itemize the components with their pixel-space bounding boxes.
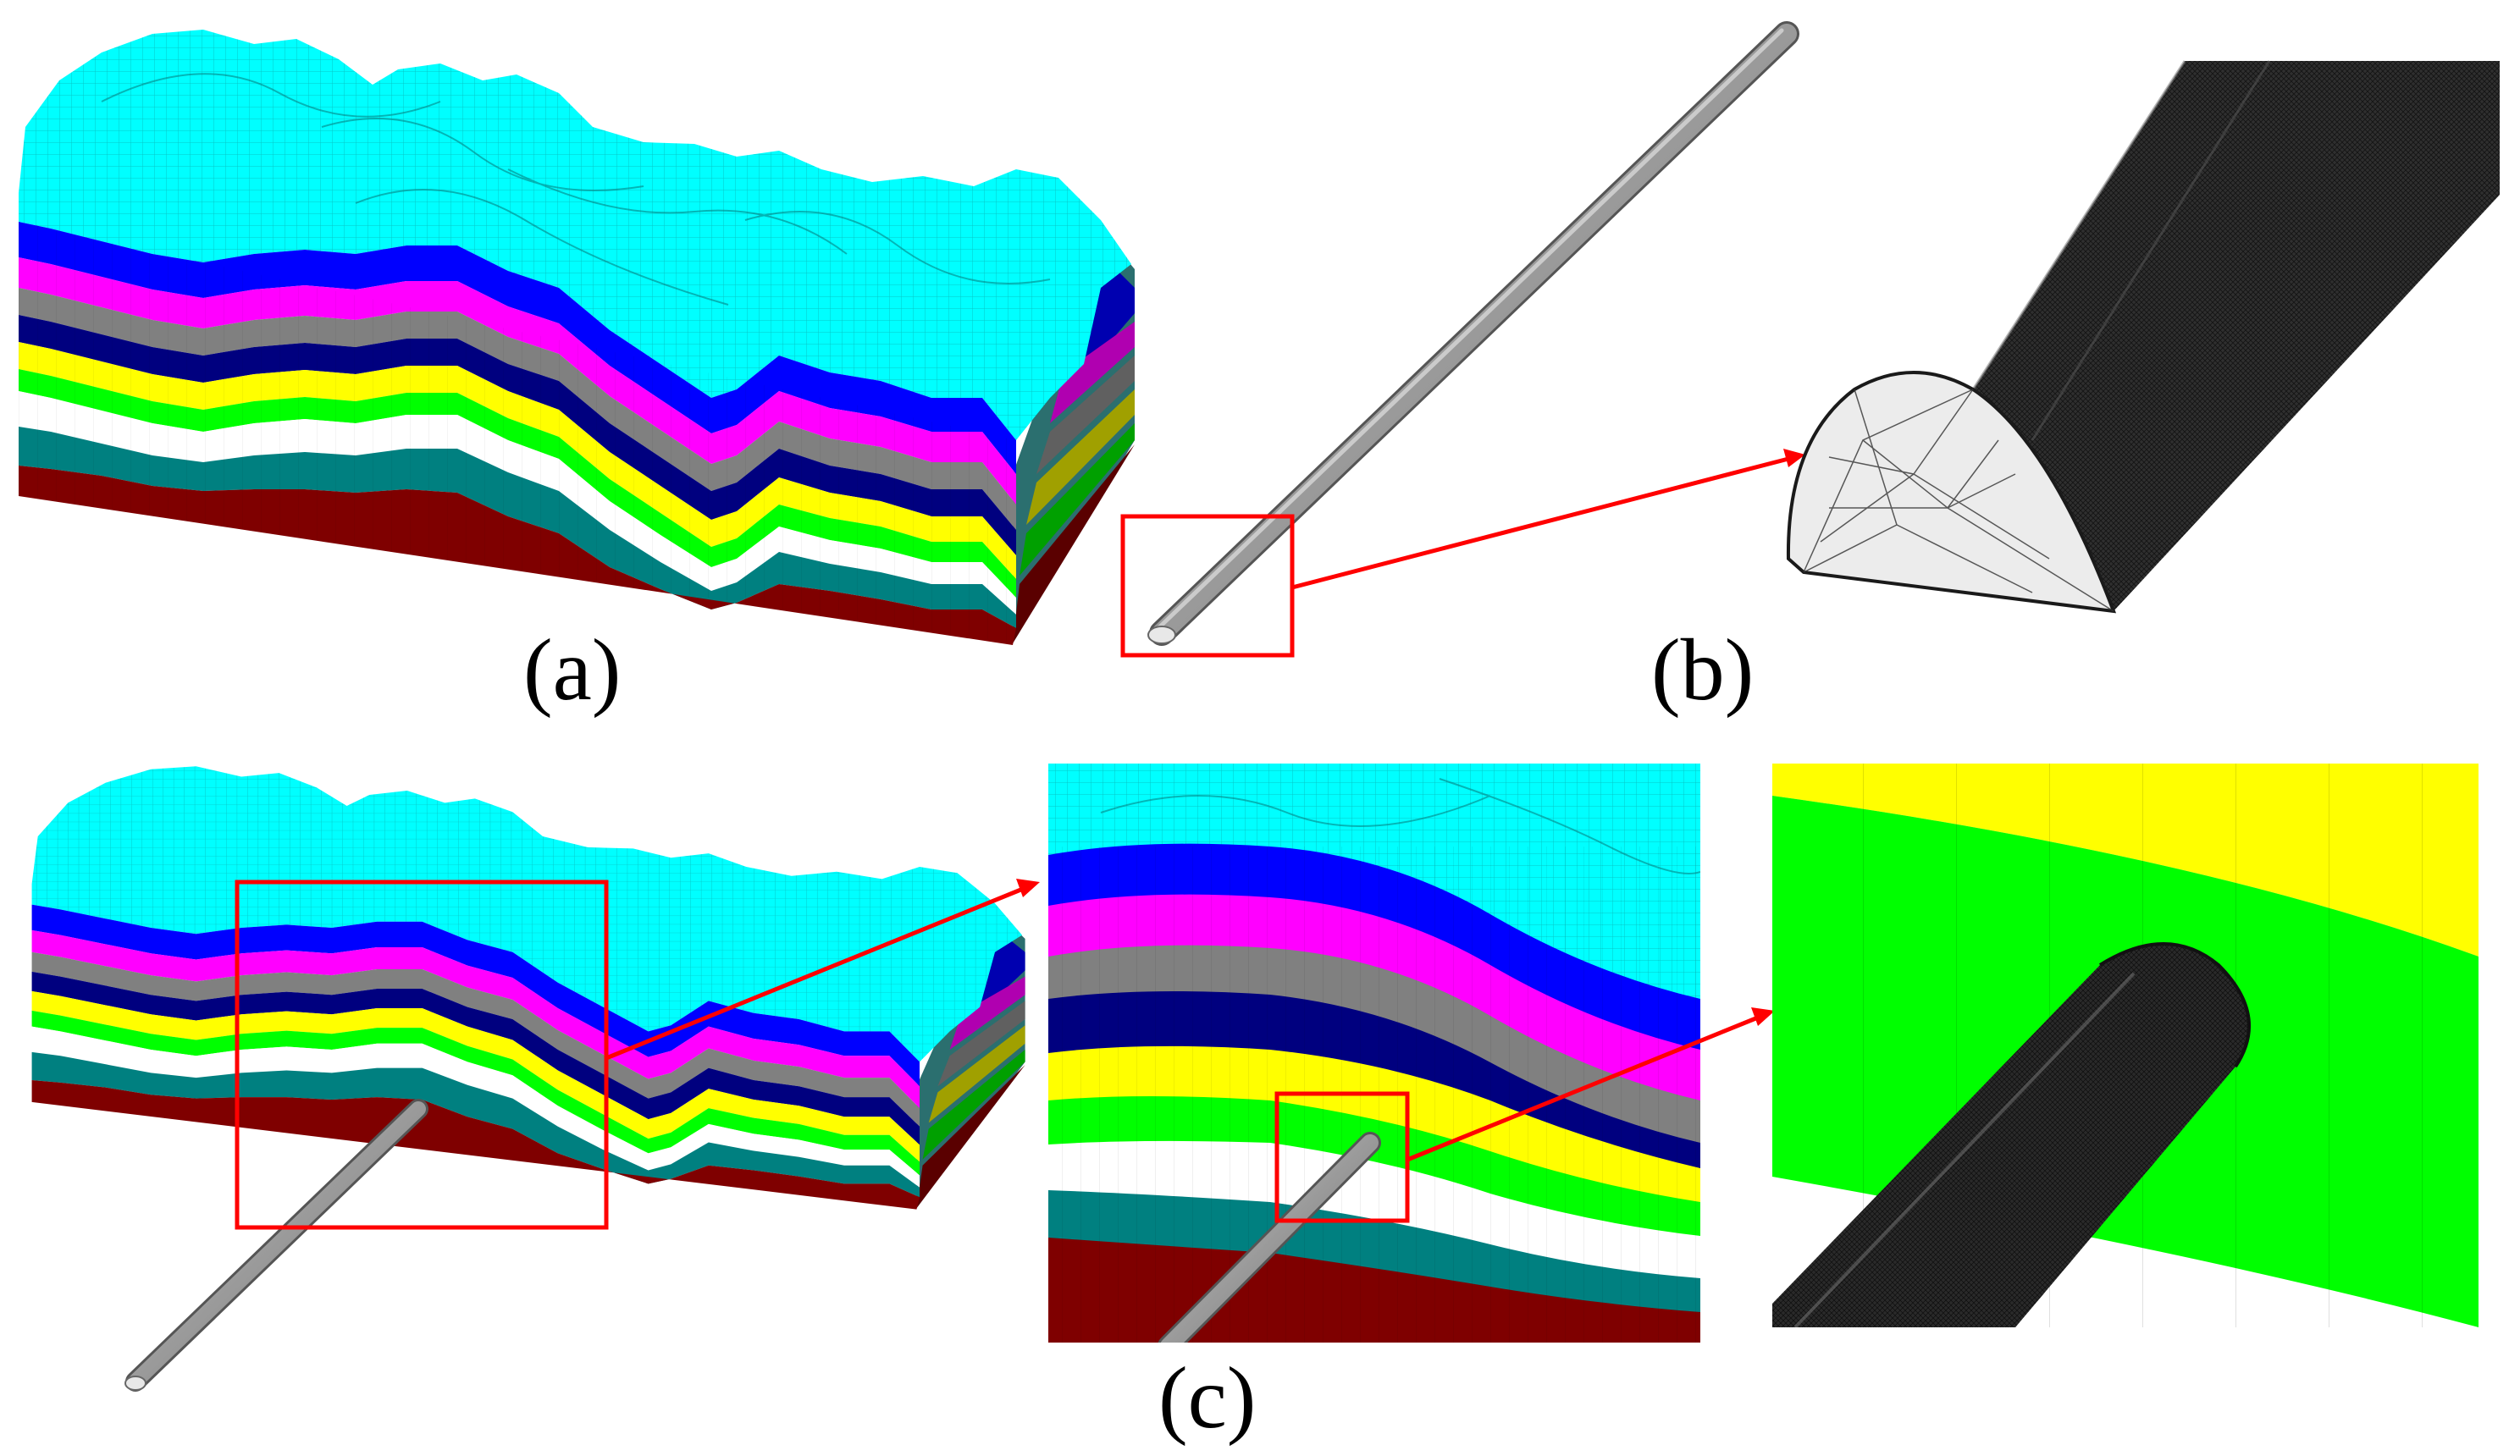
tunnel-mesh-detail [1786,60,2500,614]
panel-c-zoom-tunnel-mesh [1772,764,2479,1327]
zoom-arrow-c2 [1406,1007,1775,1162]
tunnel-rod-c [124,1099,428,1392]
tunnel-rod [1147,21,1799,646]
highlight-box-c2 [1274,1091,1410,1223]
side-layer-bands [1013,254,1135,643]
zoom-arrow-b [1291,449,1805,590]
panel-c-model-with-tunnel [31,766,1025,1210]
terrain-ridges [101,73,1051,306]
panel-label-a: (a) [523,621,622,719]
front-layers [19,222,1016,645]
panel-c-zoom-layers [1048,764,1700,1343]
panel-b-tunnel [1120,21,2500,658]
panel-label-b: (b) [1651,621,1755,719]
terrain-mesh [19,30,1131,440]
zoom-arrow-c1 [605,879,1040,1061]
panel-a-geological-model [19,30,1135,645]
panel-label-c: (c) [1158,1349,1257,1447]
highlight-box-c1 [235,880,609,1230]
